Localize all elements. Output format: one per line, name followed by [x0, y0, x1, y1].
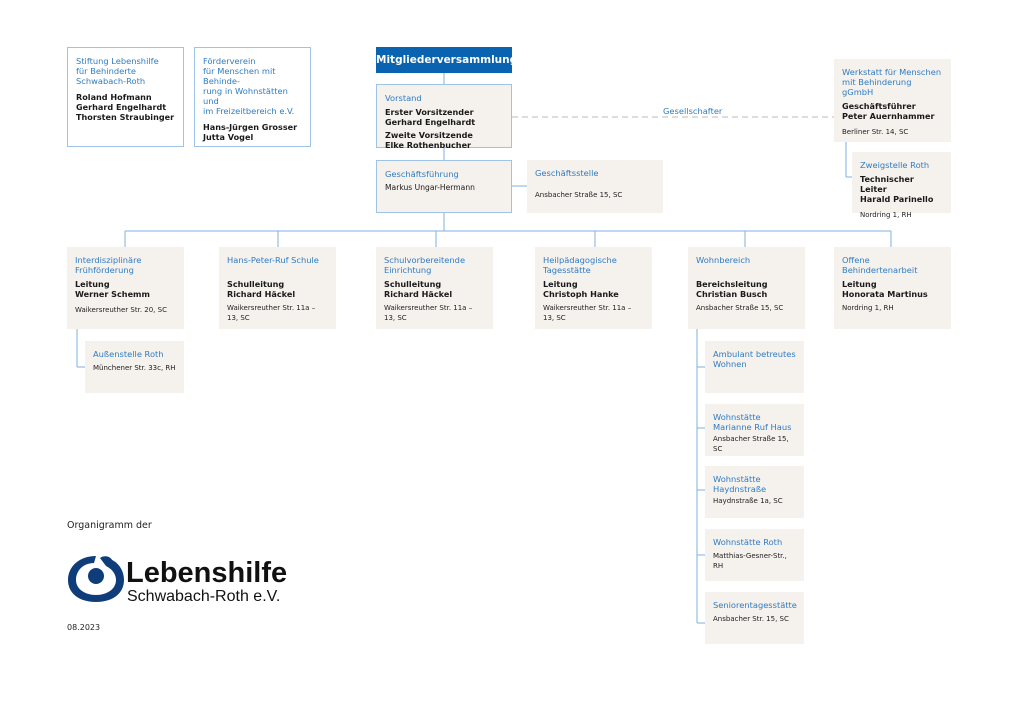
- department-title-line: Heilpädagogische: [543, 255, 617, 265]
- support-club-member: Hans-Jürgen Grosser: [203, 122, 298, 132]
- housing-title-line: Ambulant betreutes: [713, 349, 796, 359]
- department-address: Waikersreuther Str. 20, SC: [75, 306, 167, 314]
- branch-title: Zweigstelle Roth: [860, 160, 930, 170]
- department-lead: Werner Schemm: [75, 289, 150, 299]
- workshop-address: Berliner Str. 14, SC: [842, 128, 909, 136]
- assembly-header: Mitgliederversammlung: [376, 47, 517, 73]
- department-role: Leitung: [842, 279, 877, 289]
- logo-wordmark: Lebenshilfe: [126, 557, 288, 589]
- office-box: Geschäftsstelle Ansbacher Straße 15, SC: [527, 160, 663, 213]
- department-role: Leitung: [543, 279, 578, 289]
- housing-title-line: Wohnstätte: [713, 412, 761, 422]
- housing-address: Ansbacher Straße 15, SC: [713, 435, 789, 453]
- department-role: Bereichsleitung: [696, 279, 768, 289]
- housing-address: Haydnstraße 1a, SC: [713, 497, 783, 505]
- housing-box: Wohnstätte Marianne Ruf Haus Ansbacher S…: [705, 404, 804, 456]
- department-box: Hans-Peter-Ruf Schule Schulleitung Richa…: [219, 247, 336, 329]
- housing-title-line: Wohnen: [713, 359, 747, 369]
- board-member: Gerhard Engelhardt: [385, 117, 476, 127]
- support-club-member: Jutta Vogel: [203, 132, 254, 142]
- department-title-line: Hans-Peter-Ruf Schule: [227, 255, 319, 265]
- housing-box: Ambulant betreutes Wohnen: [705, 341, 804, 393]
- branch-box: Zweigstelle Roth Technischer Leiter Hara…: [852, 152, 951, 219]
- support-club-subtitle-line: für Menschen mit Behinde-: [203, 66, 276, 86]
- department-box: Interdisziplinäre Frühförderung Leitung …: [67, 247, 184, 329]
- board-member: Elke Rothenbucher: [385, 140, 472, 150]
- outpost-address: Münchener Str. 33c, RH: [93, 364, 176, 372]
- housing-title-line: Haydnstraße: [713, 484, 767, 494]
- housing-address: Matthias-Gesner-Str., RH: [713, 552, 787, 570]
- logo-icon: [66, 552, 126, 604]
- department-box: Offene Behindertenarbeit Leitung Honorat…: [834, 247, 951, 329]
- housing-box: Wohnstätte Roth Matthias-Gesner-Str., RH: [705, 529, 804, 581]
- department-address: Waikersreuther Str. 11a – 13, SC: [384, 304, 473, 322]
- office-address: Ansbacher Straße 15, SC: [535, 191, 623, 199]
- footer-date: 08.2023: [67, 623, 101, 632]
- management-title: Geschäftsführung: [385, 169, 459, 179]
- logo-subline: Schwabach-Roth e.V.: [127, 588, 281, 605]
- housing-address: Ansbacher Str. 15, SC: [713, 615, 789, 623]
- outpost-box: Außenstelle Roth Münchener Str. 33c, RH: [85, 341, 184, 393]
- workshop-title-line: mit Behinderung gGmbH: [842, 77, 912, 97]
- department-role: Schulleitung: [384, 279, 442, 289]
- foundation-subtitle-line: Schwabach-Roth: [76, 76, 146, 86]
- department-role: Leitung: [75, 279, 110, 289]
- management-name: Markus Ungar-Hermann: [385, 183, 475, 192]
- support-club-subtitle-line: rung in Wohnstätten und: [203, 86, 288, 106]
- management-box: Geschäftsführung Markus Ungar-Hermann: [376, 160, 512, 213]
- foundation-member: Roland Hofmann: [76, 92, 152, 102]
- branch-address: Nordring 1, RH: [860, 211, 912, 219]
- workshop-manager: Peter Auernhammer: [842, 111, 935, 121]
- department-lead: Richard Häckel: [384, 289, 453, 299]
- department-title-line: Wohnbereich: [696, 255, 751, 265]
- department-address: Waikersreuther Str. 11a – 13, SC: [543, 304, 632, 322]
- housing-box: Wohnstätte Haydnstraße Haydnstraße 1a, S…: [705, 466, 804, 518]
- housing-title-line: Wohnstätte Roth: [713, 537, 783, 547]
- workshop-role: Geschäftsführer: [842, 101, 916, 111]
- department-lead: Christian Busch: [696, 289, 768, 299]
- department-role: Schulleitung: [227, 279, 285, 289]
- support-club-box: Förderverein für Menschen mit Behinde- r…: [194, 47, 311, 147]
- department-lead: Honorata Martinus: [842, 289, 928, 299]
- housing-title-line: Wohnstätte: [713, 474, 761, 484]
- board-box: Vorstand Erster Vorsitzender Gerhard Eng…: [376, 84, 512, 150]
- department-box: Wohnbereich Bereichsleitung Christian Bu…: [688, 247, 805, 329]
- housing-title-line: Seniorentagesstätte: [713, 600, 797, 610]
- branch-lead: Harald Parinello: [860, 194, 934, 204]
- foundation-box: Stiftung Lebenshilfe für Behinderte Schw…: [67, 47, 184, 147]
- housing-title-line: Marianne Ruf Haus: [713, 422, 792, 432]
- board-role: Erster Vorsitzender: [385, 107, 474, 117]
- department-title-line: Tagesstätte: [543, 265, 591, 275]
- workshop-box: Werkstatt für Menschen mit Behinderung g…: [834, 59, 951, 142]
- support-club-title: Förderverein: [203, 56, 256, 66]
- department-title-line: Behindertenarbeit: [842, 265, 918, 275]
- office-title: Geschäftsstelle: [535, 168, 599, 178]
- foundation-subtitle-line: für Behinderte: [76, 66, 136, 76]
- department-title-line: Frühförderung: [75, 265, 134, 275]
- board-title: Vorstand: [385, 93, 422, 103]
- department-address: Ansbacher Straße 15, SC: [696, 304, 784, 312]
- department-box: Heilpädagogische Tagesstätte Leitung Chr…: [535, 247, 652, 329]
- workshop-title-line: Werkstatt für Menschen: [842, 67, 942, 77]
- department-address: Waikersreuther Str. 11a – 13, SC: [227, 304, 316, 322]
- department-lead: Christoph Hanke: [543, 289, 619, 299]
- housing-box: Seniorentagesstätte Ansbacher Str. 15, S…: [705, 592, 804, 644]
- support-club-subtitle-line: im Freizeitbereich e.V.: [203, 106, 295, 116]
- department-box: Schulvorbereitende Einrichtung Schulleit…: [376, 247, 493, 329]
- outpost-title: Außenstelle Roth: [93, 349, 164, 359]
- department-title-line: Schulvorbereitende: [384, 255, 466, 265]
- foundation-member: Gerhard Engelhardt: [76, 102, 167, 112]
- department-title-line: Offene: [842, 255, 870, 265]
- department-address: Nordring 1, RH: [842, 304, 894, 312]
- foundation-title: Stiftung Lebenshilfe: [76, 56, 159, 66]
- foundation-member: Thorsten Straubinger: [76, 112, 175, 122]
- department-lead: Richard Häckel: [227, 289, 296, 299]
- department-title-line: Interdisziplinäre: [75, 255, 142, 265]
- department-title-line: Einrichtung: [384, 265, 432, 275]
- footer-caption: Organigramm der: [67, 520, 152, 531]
- branch-role: Technischer Leiter: [860, 174, 914, 194]
- shareholder-label: Gesellschafter: [661, 106, 725, 116]
- board-role: Zweite Vorsitzende: [385, 130, 473, 140]
